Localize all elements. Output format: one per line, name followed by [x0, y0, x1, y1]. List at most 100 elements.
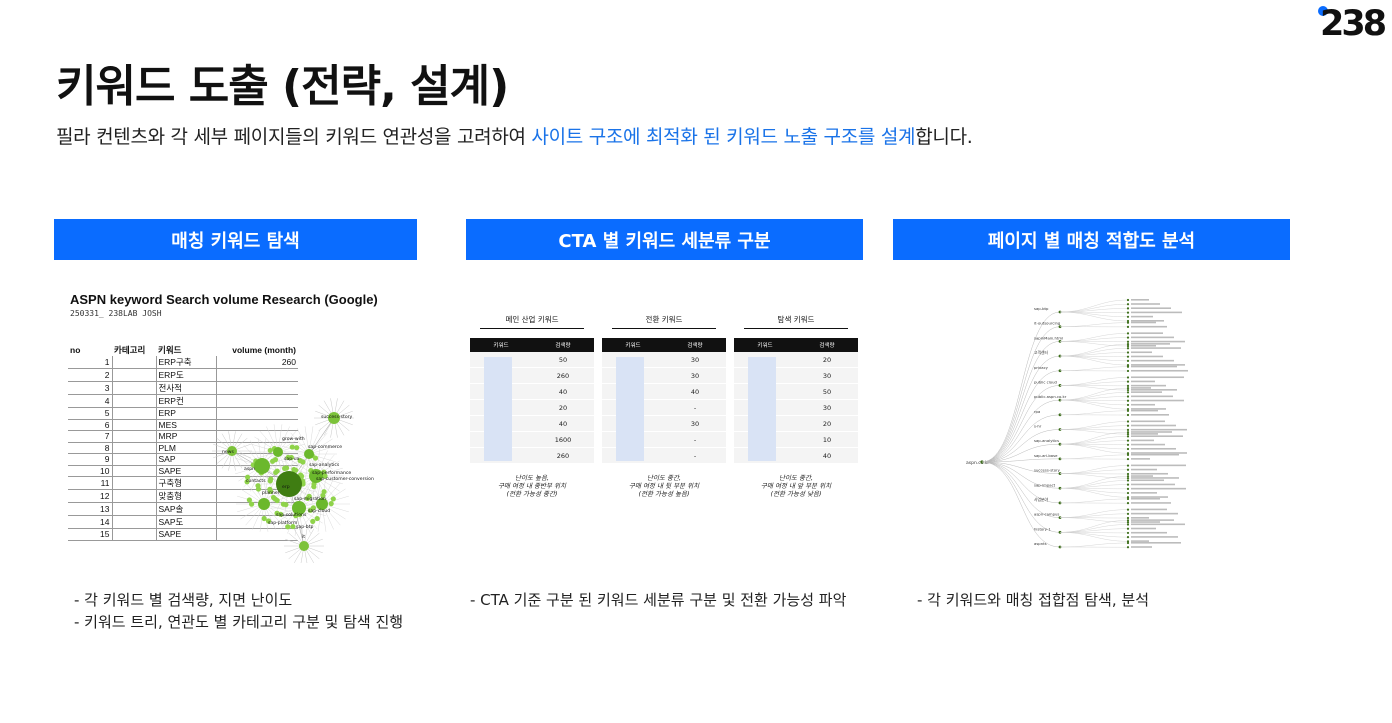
network-label: sap-platform: [268, 520, 298, 526]
tree-leaf-label: [1131, 376, 1184, 379]
tree-branch-label: sap-impact: [1034, 482, 1056, 487]
tree-leaf-node: [1126, 340, 1130, 343]
tree-leaf-node: [1126, 487, 1130, 490]
network-node: [227, 446, 237, 456]
tree-leaf-label: [1131, 399, 1184, 402]
tree-edge: [981, 461, 1061, 489]
cta-cell-volume: 260: [556, 451, 570, 460]
tree-leaf-node: [1126, 536, 1130, 539]
tree-leaf-node: [1126, 431, 1130, 434]
tree-edge: [1059, 443, 1129, 454]
tree-edge: [1059, 410, 1129, 416]
tree-leaf-node: [1126, 298, 1130, 302]
keyword-table-header: no 카테고리 키워드 volume (month): [68, 344, 298, 356]
tree-leaf-node: [1126, 420, 1130, 423]
tree-leaf-node: [1126, 523, 1130, 526]
cta-note-line: 난이도 중간,: [778, 474, 814, 482]
tree-leaf-label: [1131, 540, 1149, 542]
network-node: [282, 465, 288, 471]
tree-leaf-label: [1131, 428, 1187, 431]
tree-leaf-label: [1131, 355, 1163, 358]
network-label: sap-migration: [294, 496, 326, 502]
logo-dot: [1318, 6, 1328, 16]
keyword-cell-kw: MRP: [156, 430, 217, 443]
network-node: [245, 474, 251, 480]
tree-leaf-node: [1126, 408, 1130, 411]
page-title: 키워드 도출 (전략, 설계): [56, 61, 509, 112]
cta-table-title: 메인 산업 키워드: [480, 314, 584, 329]
keyword-cell-kw: PLM: [156, 442, 217, 454]
tree-leaf-label: [1131, 472, 1168, 475]
cta-cell-volume: 1600: [554, 435, 572, 444]
tree-leaf-node: [1126, 336, 1130, 339]
tree-leaf-label: [1131, 315, 1153, 318]
tree-leaf-node: [1126, 307, 1130, 310]
tree-branch-label: 사업분야: [1034, 497, 1048, 502]
tree-leaf-label: [1131, 487, 1186, 490]
cta-cell-volume: 20: [822, 355, 832, 364]
tree-leaf-node: [1126, 424, 1130, 427]
keyword-cell-kw: SAPE: [156, 528, 217, 541]
cta-cell-volume: 40: [558, 387, 568, 396]
tree-leaf-node: [1126, 452, 1130, 455]
tree-branch-label: rpa: [1034, 409, 1040, 414]
tree-leaf-node: [1126, 403, 1130, 407]
tree-edge: [1059, 366, 1129, 371]
network-node: [274, 497, 280, 504]
tree-leaf-node: [1126, 409, 1130, 412]
keyword-cell-cat: [112, 465, 157, 477]
keyword-sheet-image: ASPN keyword Search volume Research (Goo…: [62, 288, 382, 563]
tree-leaf-node: [1126, 447, 1130, 451]
cta-cell-volume: 20: [558, 403, 568, 412]
network-node: [248, 501, 255, 507]
keyword-cell-no: 10: [68, 465, 113, 477]
network-label: planner: [262, 490, 280, 496]
network-node: [255, 486, 262, 492]
network-node: [261, 515, 267, 522]
cta-note-line: 구매 여정 내 뒷 부분 위치: [628, 482, 700, 490]
tree-edge: [1059, 377, 1129, 386]
keyword-cell-cat: [112, 394, 157, 408]
tree-edge: [1059, 392, 1129, 401]
network-label: sap-commerce: [308, 444, 342, 450]
tree-root-label: aspn.co.kr: [966, 460, 989, 466]
tree-edge: [981, 461, 1061, 474]
cta-table-title: 전환 키워드: [612, 314, 716, 329]
keyword-cell-cat: [112, 407, 157, 420]
cta-note-line: 난이도 중간,: [646, 474, 682, 482]
keyword-cell-vol: [216, 419, 298, 431]
cta-redaction-mask: [616, 357, 644, 461]
brand-logo: 238: [1318, 4, 1387, 44]
network-label: sap-ux: [284, 457, 300, 462]
tree-edge: [981, 326, 1061, 463]
tree-branch-label: sap-analytics: [1034, 438, 1059, 443]
tree-edge: [981, 341, 1061, 463]
keyword-cell-cat: [112, 430, 157, 443]
tree-leaf-label: [1131, 433, 1158, 435]
tree-leaf-node: [1126, 531, 1130, 535]
subtitle-after: 합니다.: [915, 126, 973, 148]
cta-cell-volume: 30: [690, 355, 700, 364]
tree-leaf-node: [1126, 464, 1130, 467]
cta-table-note: 난이도 높음,구매 여정 내 중반부 위치(전환 가능성 중간): [470, 474, 594, 498]
network-node: [267, 488, 274, 495]
tree-leaf-label: [1131, 380, 1155, 383]
cta-cell-volume: 40: [822, 451, 832, 460]
keyword-cell-vol: 260: [216, 356, 298, 369]
tree-leaf-label: [1131, 519, 1174, 521]
cta-cell-volume: 40: [690, 387, 700, 396]
tree-edge: [1059, 333, 1129, 342]
tree-leaf-label: [1131, 527, 1156, 530]
network-hub-node: [309, 469, 323, 483]
network-label: sap-btp: [296, 524, 313, 530]
network-node: [244, 479, 250, 485]
network-hub-node: [273, 447, 283, 457]
tree-leaf-node: [1126, 457, 1130, 461]
column-header-keyword-search: 매칭 키워드 탐색: [54, 219, 417, 260]
tree-edge: [1059, 542, 1129, 548]
